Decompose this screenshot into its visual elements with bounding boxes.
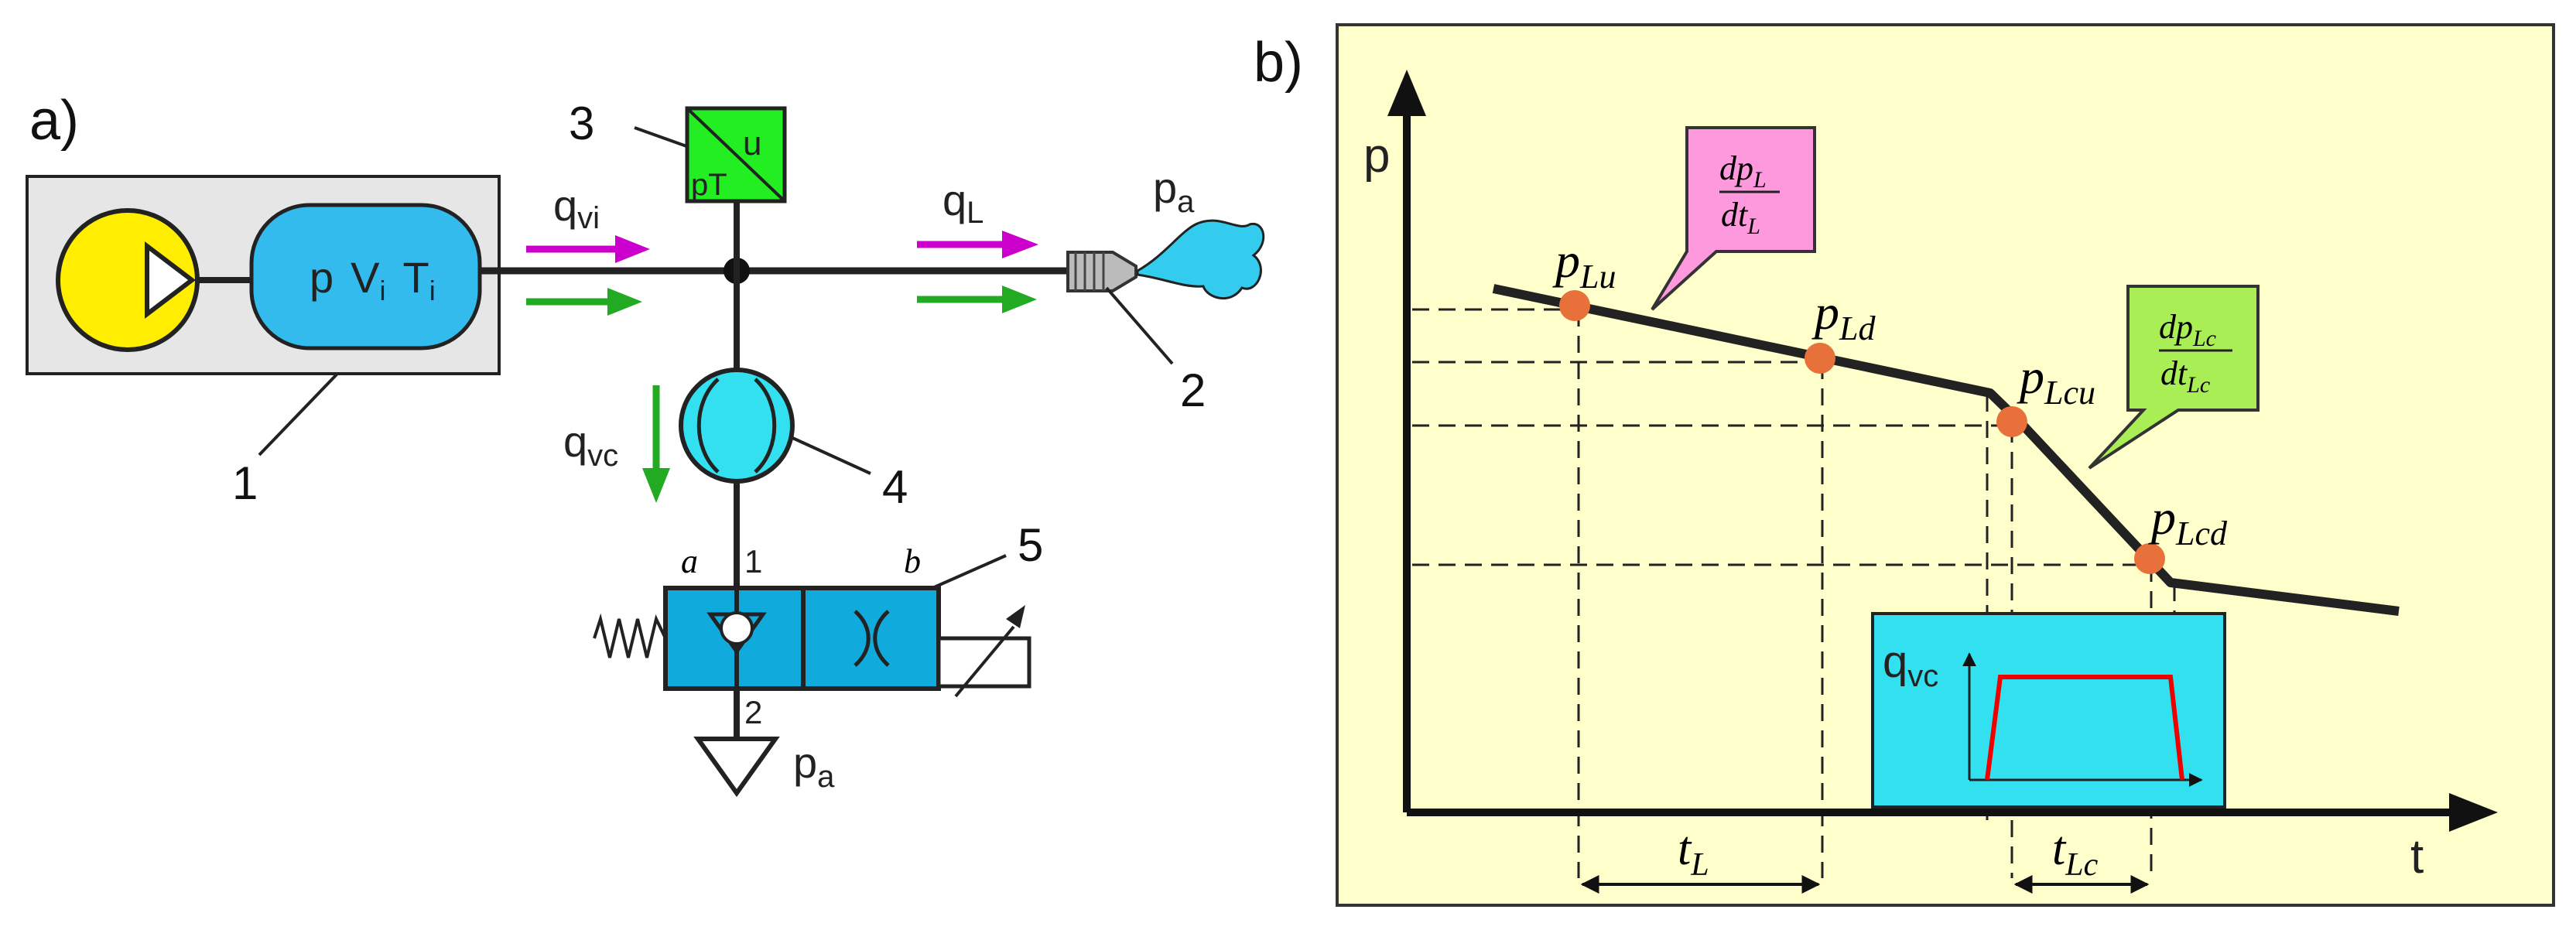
bubble-pL-num: dpL [1719, 149, 1767, 193]
valve-pos-b: b [904, 542, 921, 580]
callout-line-3 [634, 126, 689, 149]
point-pLcd [2134, 543, 2165, 574]
panel-label-a: a) [29, 90, 79, 152]
pump-triangle-icon [145, 241, 196, 320]
callout-2: 2 [1180, 364, 1206, 416]
spring-icon [593, 613, 667, 658]
check-ball-icon [720, 611, 754, 645]
callout-line-5 [932, 554, 1007, 590]
axis-y-arrow-icon [1387, 70, 1426, 116]
flow-qvc: qvc [563, 385, 670, 503]
valve-block-b [801, 586, 941, 691]
solenoid-arrow-icon [1006, 605, 1025, 628]
callout-line-2 [1105, 286, 1174, 365]
panel-label-b: b) [1254, 32, 1303, 94]
pressure-chart-panel: b) qvc p t [1254, 23, 2555, 907]
label-qL: qL [942, 176, 984, 230]
valve-port-2: 2 [744, 694, 762, 730]
sensor-label-pT: pT [691, 168, 727, 202]
flow-meter-arc-right [754, 378, 777, 474]
axis-y-label: p [1363, 129, 1390, 183]
callout-line-4 [790, 436, 871, 475]
reservoir [249, 203, 482, 350]
sensor-diagonal [686, 107, 786, 203]
callout-line-1 [258, 372, 339, 456]
qvc-pulse-curve [1985, 675, 2184, 781]
qvc-inset [1871, 612, 2226, 809]
slope-bubble-pL [1651, 126, 1816, 311]
solenoid-valve: a 1 b 5 2 pa [593, 519, 1043, 798]
point-pLcu [1996, 406, 2027, 437]
slope-bubble-pLc [2088, 285, 2260, 470]
valve-port-1: 1 [744, 543, 762, 580]
valve-pos-a: a [681, 542, 698, 580]
bubble-pLc-den: dtLc [2160, 354, 2210, 398]
label-pa-nozzle: pa [1153, 163, 1195, 219]
label-pLcd: pLcd [2148, 490, 2228, 552]
nozzle-icon [1066, 251, 1137, 292]
bubble-pLc-num: dpLc [2159, 308, 2216, 351]
inset-label-qvc: qvc [1883, 637, 1938, 693]
callout-3: 3 [569, 97, 594, 149]
label-pLd: pLd [1811, 285, 1876, 347]
label-pLcu: pLcu [2017, 349, 2095, 412]
air-jet-cloud-icon [1136, 219, 1265, 300]
exhaust-icon [693, 737, 780, 798]
label-tLc: tLc [2052, 822, 2099, 883]
orifice-right-icon [873, 610, 890, 667]
orifice-left-icon [854, 610, 871, 667]
point-pLd [1805, 343, 1835, 374]
flow-qL: qL [917, 176, 1038, 313]
point-pLu [1559, 290, 1590, 321]
label-pa-exhaust: pa [793, 738, 835, 794]
solenoid-diagonal [954, 625, 1015, 698]
bubble-pL-den: dtL [1721, 196, 1760, 239]
callout-4: 4 [882, 461, 908, 513]
callout-1: 1 [232, 457, 258, 509]
axis-x-arrow-icon [2449, 793, 2498, 832]
label-tL: tL [1678, 822, 1709, 883]
label-pLu: pLu [1552, 233, 1616, 296]
callout-5: 5 [1018, 519, 1043, 571]
axis-x-label: t [2410, 830, 2424, 884]
flow-meter-arc-left [696, 378, 720, 474]
flow-qvi: qvi [526, 181, 650, 316]
label-qvc: qvc [563, 417, 618, 473]
sensor-label-u: u [743, 125, 761, 162]
label-qvi: qvi [553, 181, 600, 235]
